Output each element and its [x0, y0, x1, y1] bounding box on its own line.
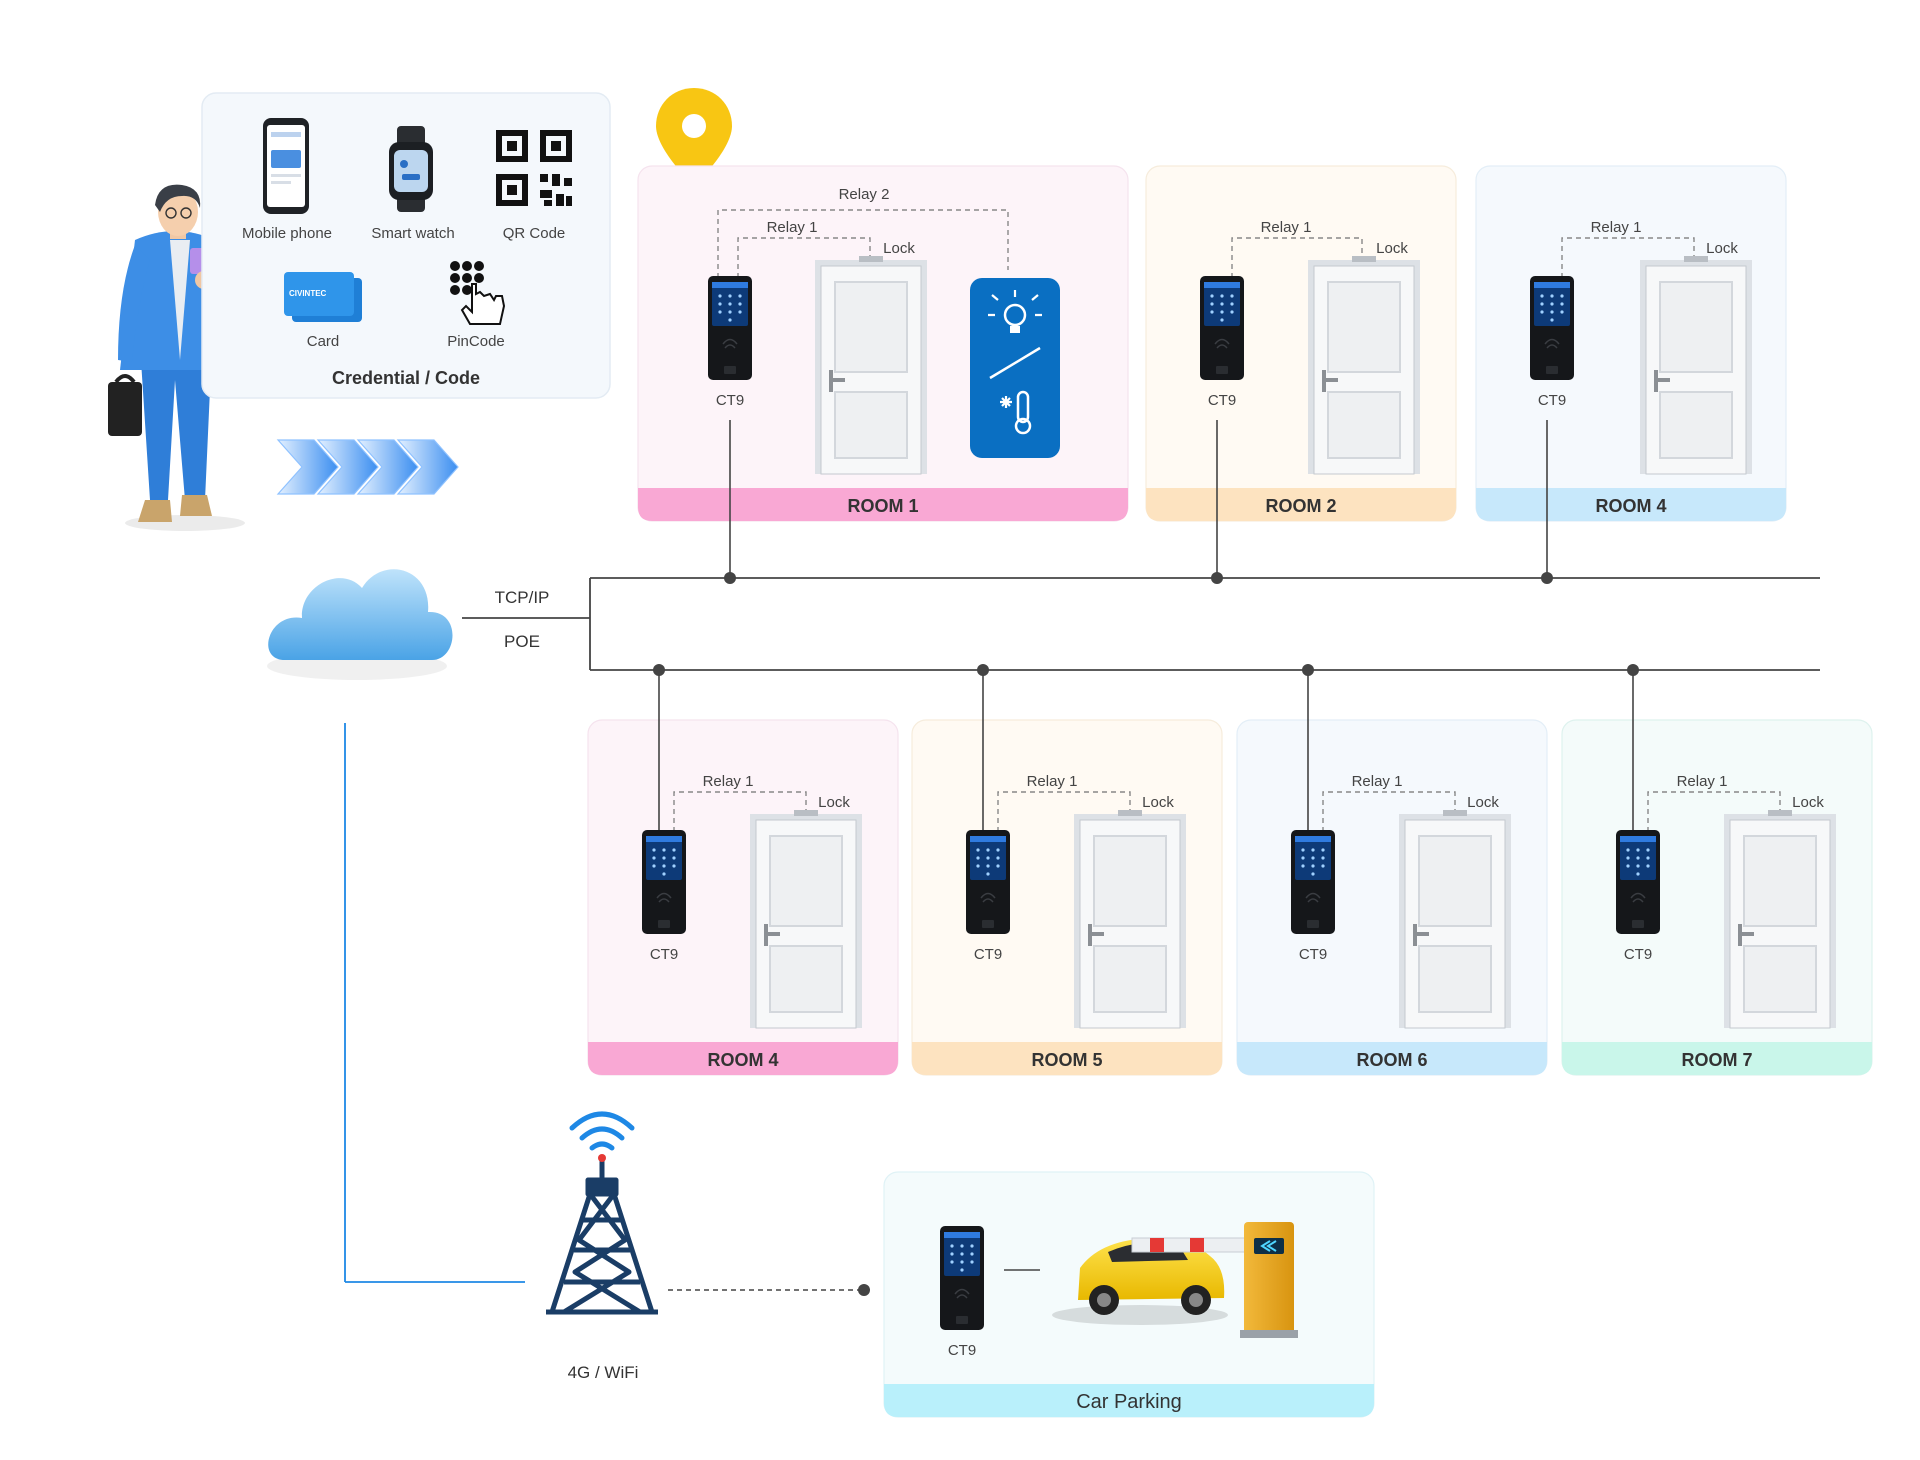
relay-2-label: Relay 2: [839, 186, 890, 203]
lock-label: Lock: [1792, 794, 1824, 811]
door: [1639, 255, 1753, 475]
bus-junctions: [653, 664, 1639, 676]
location-pin-icon: [656, 88, 732, 186]
qr-code-label: QR Code: [503, 225, 566, 242]
door: [1398, 809, 1512, 1029]
access-reader: [1290, 829, 1336, 935]
room-title: ROOM 2: [1265, 496, 1336, 516]
flow-arrows: [276, 439, 459, 495]
relay-1-label: Relay 1: [767, 219, 818, 236]
room-card: ROOM 4 Relay 1 Lock CT9: [1475, 165, 1787, 578]
door: [814, 255, 928, 475]
device-label: CT9: [716, 392, 744, 409]
relay-1-label: Relay 1: [703, 773, 754, 790]
room-title: ROOM 5: [1031, 1050, 1102, 1070]
device-label: CT9: [650, 946, 678, 963]
parking-title: Car Parking: [1076, 1391, 1182, 1413]
pincode-icon: [450, 261, 506, 325]
network-bus: [462, 577, 1820, 671]
room-title: ROOM 6: [1356, 1050, 1427, 1070]
lock-label: Lock: [1467, 794, 1499, 811]
cell-tower-icon: [546, 1154, 658, 1315]
access-reader: [1199, 275, 1245, 381]
room-title: ROOM 4: [707, 1050, 778, 1070]
lock-label: Lock: [1706, 240, 1738, 257]
wireless-label: 4G / WiFi: [568, 1363, 639, 1382]
door: [749, 809, 863, 1029]
pincode-label: PinCode: [447, 333, 505, 350]
climate-control-icon: [970, 278, 1060, 458]
device-label: CT9: [1299, 946, 1327, 963]
lock-label: Lock: [818, 794, 850, 811]
room-card: ROOM 5 Relay 1 Lock CT9: [911, 670, 1223, 1076]
access-reader: [1615, 829, 1661, 935]
parking-barrier-icon: [1131, 1222, 1298, 1338]
access-reader: [965, 829, 1011, 935]
cloud-icon: [267, 569, 453, 680]
mobile-phone-icon: [263, 118, 309, 214]
room-card: ROOM 7 Relay 1 Lock CT9: [1561, 670, 1873, 1076]
access-reader: [707, 275, 753, 381]
device-label: CT9: [1208, 392, 1236, 409]
door: [1723, 809, 1837, 1029]
access-reader: [939, 1225, 985, 1331]
smart-watch-icon: [389, 126, 433, 212]
device-label: CT9: [974, 946, 1002, 963]
device-label: CT9: [948, 1342, 976, 1359]
relay-1-label: Relay 1: [1261, 219, 1312, 236]
credential-title: Credential / Code: [332, 368, 480, 388]
room-card: ROOM 6 Relay 1 Lock CT9: [1236, 670, 1548, 1076]
qr-code-icon: [496, 130, 572, 206]
bus-junctions: [724, 572, 1553, 584]
parking-link-dot: [858, 1284, 870, 1296]
room-title: ROOM 1: [847, 496, 918, 516]
card-label: Card: [307, 333, 340, 350]
card-icon: CIVINTEC: [284, 272, 362, 322]
relay-1-label: Relay 1: [1591, 219, 1642, 236]
svg-text:CIVINTEC: CIVINTEC: [289, 289, 327, 298]
poe-label: POE: [504, 632, 540, 651]
tcp-ip-label: TCP/IP: [495, 588, 550, 607]
room-title: ROOM 4: [1595, 496, 1666, 516]
door: [1073, 809, 1187, 1029]
lock-label: Lock: [1376, 240, 1408, 257]
device-label: CT9: [1624, 946, 1652, 963]
lock-label: Lock: [1142, 794, 1174, 811]
access-reader: [1529, 275, 1575, 381]
relay-1-label: Relay 1: [1352, 773, 1403, 790]
parking-card: Car Parking CT9: [883, 1171, 1375, 1418]
room-card: ROOM 4 Relay 1 Lock CT9: [587, 670, 899, 1076]
access-reader: [641, 829, 687, 935]
device-label: CT9: [1538, 392, 1566, 409]
room-card: ROOM 2 Relay 1 Lock CT9: [1145, 165, 1457, 578]
room-title: ROOM 7: [1681, 1050, 1752, 1070]
wifi-icon: [569, 1111, 635, 1151]
relay-1-label: Relay 1: [1677, 773, 1728, 790]
relay-1-label: Relay 1: [1027, 773, 1078, 790]
room-card: ROOM 1 Relay 2 Relay 1 Lock CT9: [637, 165, 1129, 578]
smart-watch-label: Smart watch: [371, 225, 454, 242]
credential-panel: Mobile phone Smart watch QR Code CIVINTE…: [201, 92, 611, 399]
mobile-phone-label: Mobile phone: [242, 225, 332, 242]
lock-label: Lock: [883, 240, 915, 257]
door: [1307, 255, 1421, 475]
